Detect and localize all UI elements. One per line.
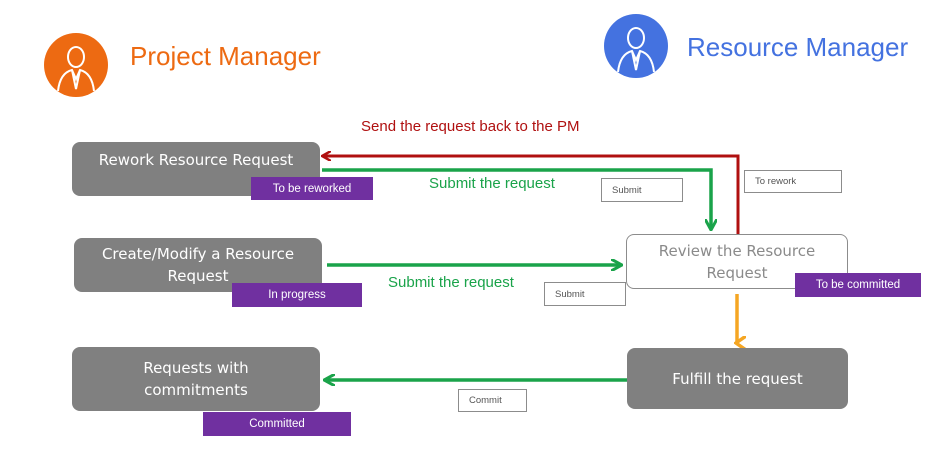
send-back-label: Send the request back to the PM [361,118,580,135]
in-progress-badge: In progress [232,283,362,307]
requests-with-commitments-node: Requests with commitments [72,347,320,411]
submit-top-label: Submit the request [429,175,555,192]
to-be-committed-badge: To be committed [795,273,921,297]
project-manager-avatar-icon [44,33,108,97]
submit-top-arrow [322,168,711,228]
rework-resource-request-node: Rework Resource Request [72,142,320,196]
resource-manager-avatar-icon [604,14,668,78]
rework-node-label: Rework Resource Request [98,151,294,169]
submit-mid-label: Submit the request [388,274,514,291]
commit-tag: Commit [458,389,527,412]
committed-badge: Committed [203,412,351,436]
project-manager-title: Project Manager [130,41,321,71]
fulfill-request-node: Fulfill the request [627,348,848,409]
to-rework-tag: To rework [744,170,842,193]
review-node-label: Review the Resource Request [658,241,816,282]
to-be-reworked-badge: To be reworked [251,177,373,200]
send-back-arrow [324,156,740,234]
submit-top-tag: Submit [601,178,683,202]
create-node-label: Create/Modify a Resource Request [101,245,295,285]
commitments-node-label: Requests with commitments [143,359,249,399]
submit-mid-tag: Submit [544,282,626,306]
resource-manager-title: Resource Manager [687,32,909,62]
fulfill-node-label: Fulfill the request [672,369,803,388]
